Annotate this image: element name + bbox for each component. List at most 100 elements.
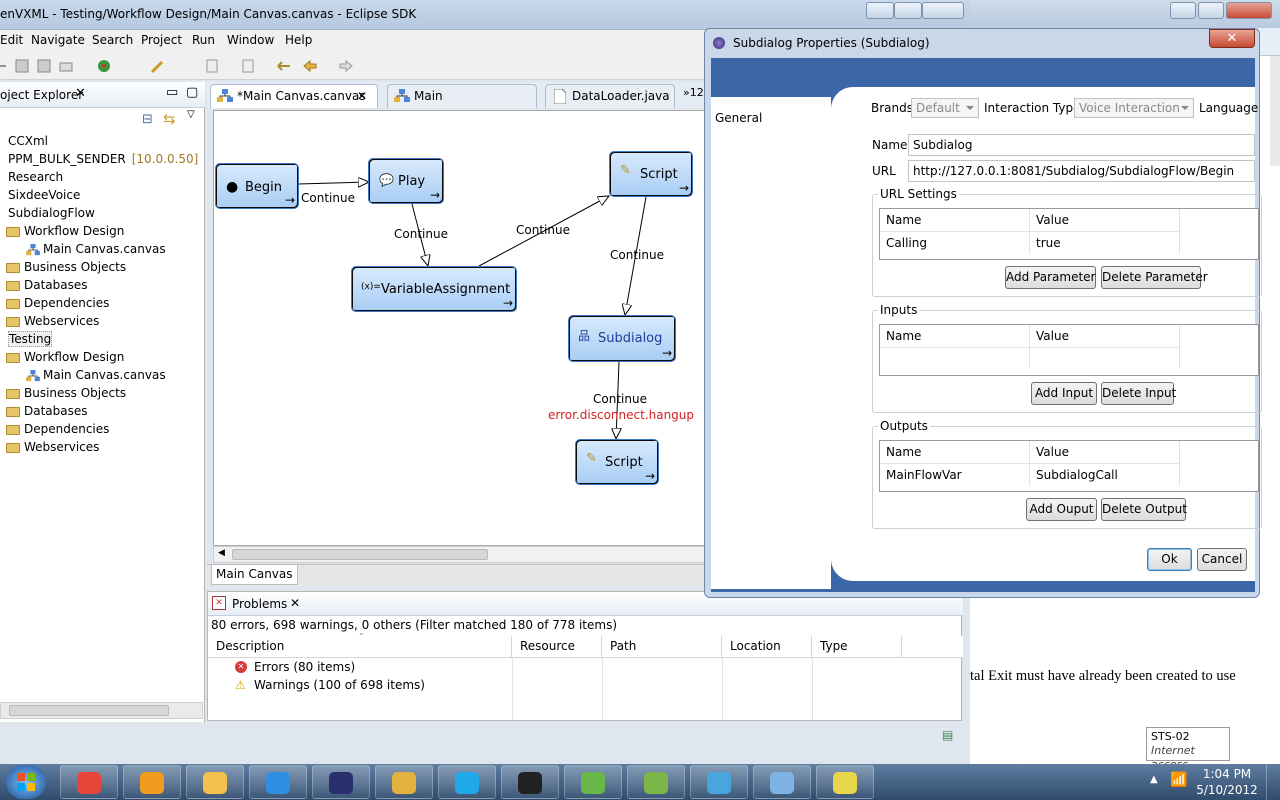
scroll-thumb[interactable] <box>9 705 169 716</box>
forward-icon[interactable] <box>338 58 354 74</box>
tree-item[interactable]: Business Objects <box>6 258 126 276</box>
canvas-horizontal-scrollbar[interactable]: ◀ <box>213 546 707 563</box>
column-header-name[interactable]: Name <box>880 441 1030 463</box>
link-with-editor-icon[interactable]: ⇆ <box>163 110 176 128</box>
taskbar-button-media-player[interactable] <box>123 765 181 799</box>
taskbar-button-gtalk[interactable] <box>690 765 748 799</box>
brands-dropdown[interactable]: Default <box>911 98 979 118</box>
taskbar-button-network[interactable] <box>753 765 811 799</box>
node-begin[interactable]: ● Begin → <box>215 163 299 209</box>
start-button[interactable] <box>6 765 46 799</box>
column-header-value[interactable]: Value <box>1030 441 1180 463</box>
network-status-icon[interactable]: 📶 <box>1170 772 1188 788</box>
tree-item[interactable]: Databases <box>6 402 88 420</box>
param-value-cell[interactable]: true <box>1030 231 1180 254</box>
close-icon[interactable]: ✕ <box>75 86 86 101</box>
taskbar-button-eclipse[interactable] <box>312 765 370 799</box>
tree-item[interactable]: Main Canvas.canvas <box>26 366 166 384</box>
show-desktop-button[interactable] <box>1266 764 1280 800</box>
add-output-button[interactable]: Add Ouput <box>1026 498 1097 521</box>
menu-run[interactable]: Run <box>192 33 216 47</box>
tab-main-canvas[interactable]: Main Canvas.canvas <box>387 84 537 125</box>
maximize-button[interactable] <box>1198 2 1224 19</box>
minimize-button[interactable] <box>1170 2 1196 19</box>
prev-annotation-icon[interactable] <box>240 58 256 74</box>
taskbar-button-cmd[interactable] <box>501 765 559 799</box>
run-icon[interactable] <box>96 58 112 74</box>
tree-item[interactable]: Dependencies <box>6 420 109 438</box>
more-tabs-indicator[interactable]: »12 <box>683 86 704 99</box>
nav-tab-general[interactable]: General <box>715 111 763 125</box>
tree-item[interactable]: Webservices <box>6 438 99 456</box>
menu-search[interactable]: Search <box>92 33 134 47</box>
close-icon[interactable]: ✕ <box>357 89 368 103</box>
close-button[interactable] <box>1226 2 1272 19</box>
tab-main-canvas-dirty[interactable]: *Main Canvas.canvas ✕ <box>210 84 378 108</box>
new-icon[interactable] <box>0 58 16 74</box>
column-header-path[interactable]: Path <box>602 636 722 658</box>
node-script-2[interactable]: ✎ Script → <box>575 439 659 485</box>
interaction-type-dropdown[interactable]: Voice Interaction <box>1074 98 1194 118</box>
taskbar-button-tortoise[interactable] <box>564 765 622 799</box>
add-parameter-button[interactable]: Add Parameter <box>1005 266 1096 289</box>
column-header-description[interactable]: Description <box>208 636 512 658</box>
tree-item[interactable]: Business Objects <box>6 384 126 402</box>
menu-navigate[interactable]: Navigate <box>31 33 85 47</box>
menu-help[interactable]: Help <box>285 33 313 47</box>
dialog-close-button[interactable]: ✕ <box>1209 29 1255 48</box>
node-subdialog[interactable]: 品 Subdialog → <box>568 315 676 362</box>
tree-item[interactable]: Dependencies <box>6 294 109 312</box>
column-header-type[interactable]: Type <box>812 636 902 658</box>
url-field[interactable]: http://127.0.0.1:8081/Subdialog/Subdialo… <box>908 160 1255 182</box>
tab-main-canvas-page[interactable]: Main Canvas <box>211 565 298 585</box>
problems-row-warnings[interactable]: ⚠ Warnings (100 of 698 items) <box>208 676 963 694</box>
menu-edit[interactable]: Edit <box>0 33 24 47</box>
taskbar-button-vpn[interactable] <box>816 765 874 799</box>
empty-cell[interactable] <box>880 347 1030 369</box>
workflow-canvas[interactable]: ● Begin → 💬 Play → ✎ Script → (x)= Varia… <box>213 110 707 546</box>
print-icon[interactable] <box>58 58 74 74</box>
param-name-cell[interactable]: Calling <box>880 231 1030 254</box>
node-variable-assignment[interactable]: (x)= VariableAssignment → <box>351 266 517 312</box>
last-edit-icon[interactable] <box>276 58 292 74</box>
column-header-value[interactable]: Value <box>1030 209 1180 231</box>
back-icon[interactable] <box>302 58 318 74</box>
node-script-1[interactable]: ✎ Script → <box>609 151 693 197</box>
taskbar-button-notepad-plus[interactable] <box>627 765 685 799</box>
tree-item[interactable]: Workflow Design <box>6 348 124 366</box>
wand-icon[interactable] <box>150 58 166 74</box>
column-header-name[interactable]: Name <box>880 325 1030 347</box>
menu-window[interactable]: Window <box>227 33 275 47</box>
show-hidden-icons[interactable]: ▲ <box>1150 774 1158 785</box>
save-icon[interactable] <box>14 58 30 74</box>
taskbar-button-skype[interactable] <box>438 765 496 799</box>
taskbar-button-file-explorer[interactable] <box>375 765 433 799</box>
clock[interactable]: 1:04 PM 5/10/2012 <box>1196 766 1258 798</box>
maximize-icon[interactable]: ▢ <box>186 85 199 100</box>
maximize-button[interactable] <box>894 2 922 19</box>
view-menu-icon[interactable]: ▽ <box>187 109 195 120</box>
tree-item[interactable]: Testing <box>8 330 53 348</box>
save-all-icon[interactable] <box>36 58 52 74</box>
scroll-left-icon[interactable]: ◀ <box>218 548 225 558</box>
fast-view-icon[interactable]: ▤ <box>942 728 954 742</box>
ok-button[interactable]: Ok <box>1147 548 1192 571</box>
taskbar-button-chrome[interactable] <box>60 765 118 799</box>
taskbar-button-mail[interactable] <box>186 765 244 799</box>
column-header-resource[interactable]: Resource <box>512 636 602 658</box>
tree-item[interactable]: Webservices <box>6 312 99 330</box>
collapse-all-icon[interactable]: ⊟ <box>142 112 153 127</box>
name-field[interactable]: Subdialog <box>908 134 1255 156</box>
horizontal-scrollbar[interactable] <box>0 702 203 719</box>
background-scrollbar[interactable] <box>1270 56 1280 166</box>
close-icon[interactable]: ✕ <box>290 596 301 610</box>
tree-item[interactable]: PPM_BULK_SENDER[10.0.0.50] <box>8 150 198 168</box>
scroll-thumb[interactable] <box>232 549 488 560</box>
column-header-name[interactable]: Name <box>880 209 1030 231</box>
tree-item[interactable]: SubdialogFlow <box>8 204 95 222</box>
taskbar-button-internet-explorer[interactable] <box>249 765 307 799</box>
next-annotation-icon[interactable] <box>204 58 220 74</box>
problems-row-errors[interactable]: ✕ Errors (80 items) <box>208 658 963 676</box>
output-value-cell[interactable]: SubdialogCall <box>1030 463 1180 486</box>
tree-item[interactable]: CCXml <box>8 132 48 150</box>
